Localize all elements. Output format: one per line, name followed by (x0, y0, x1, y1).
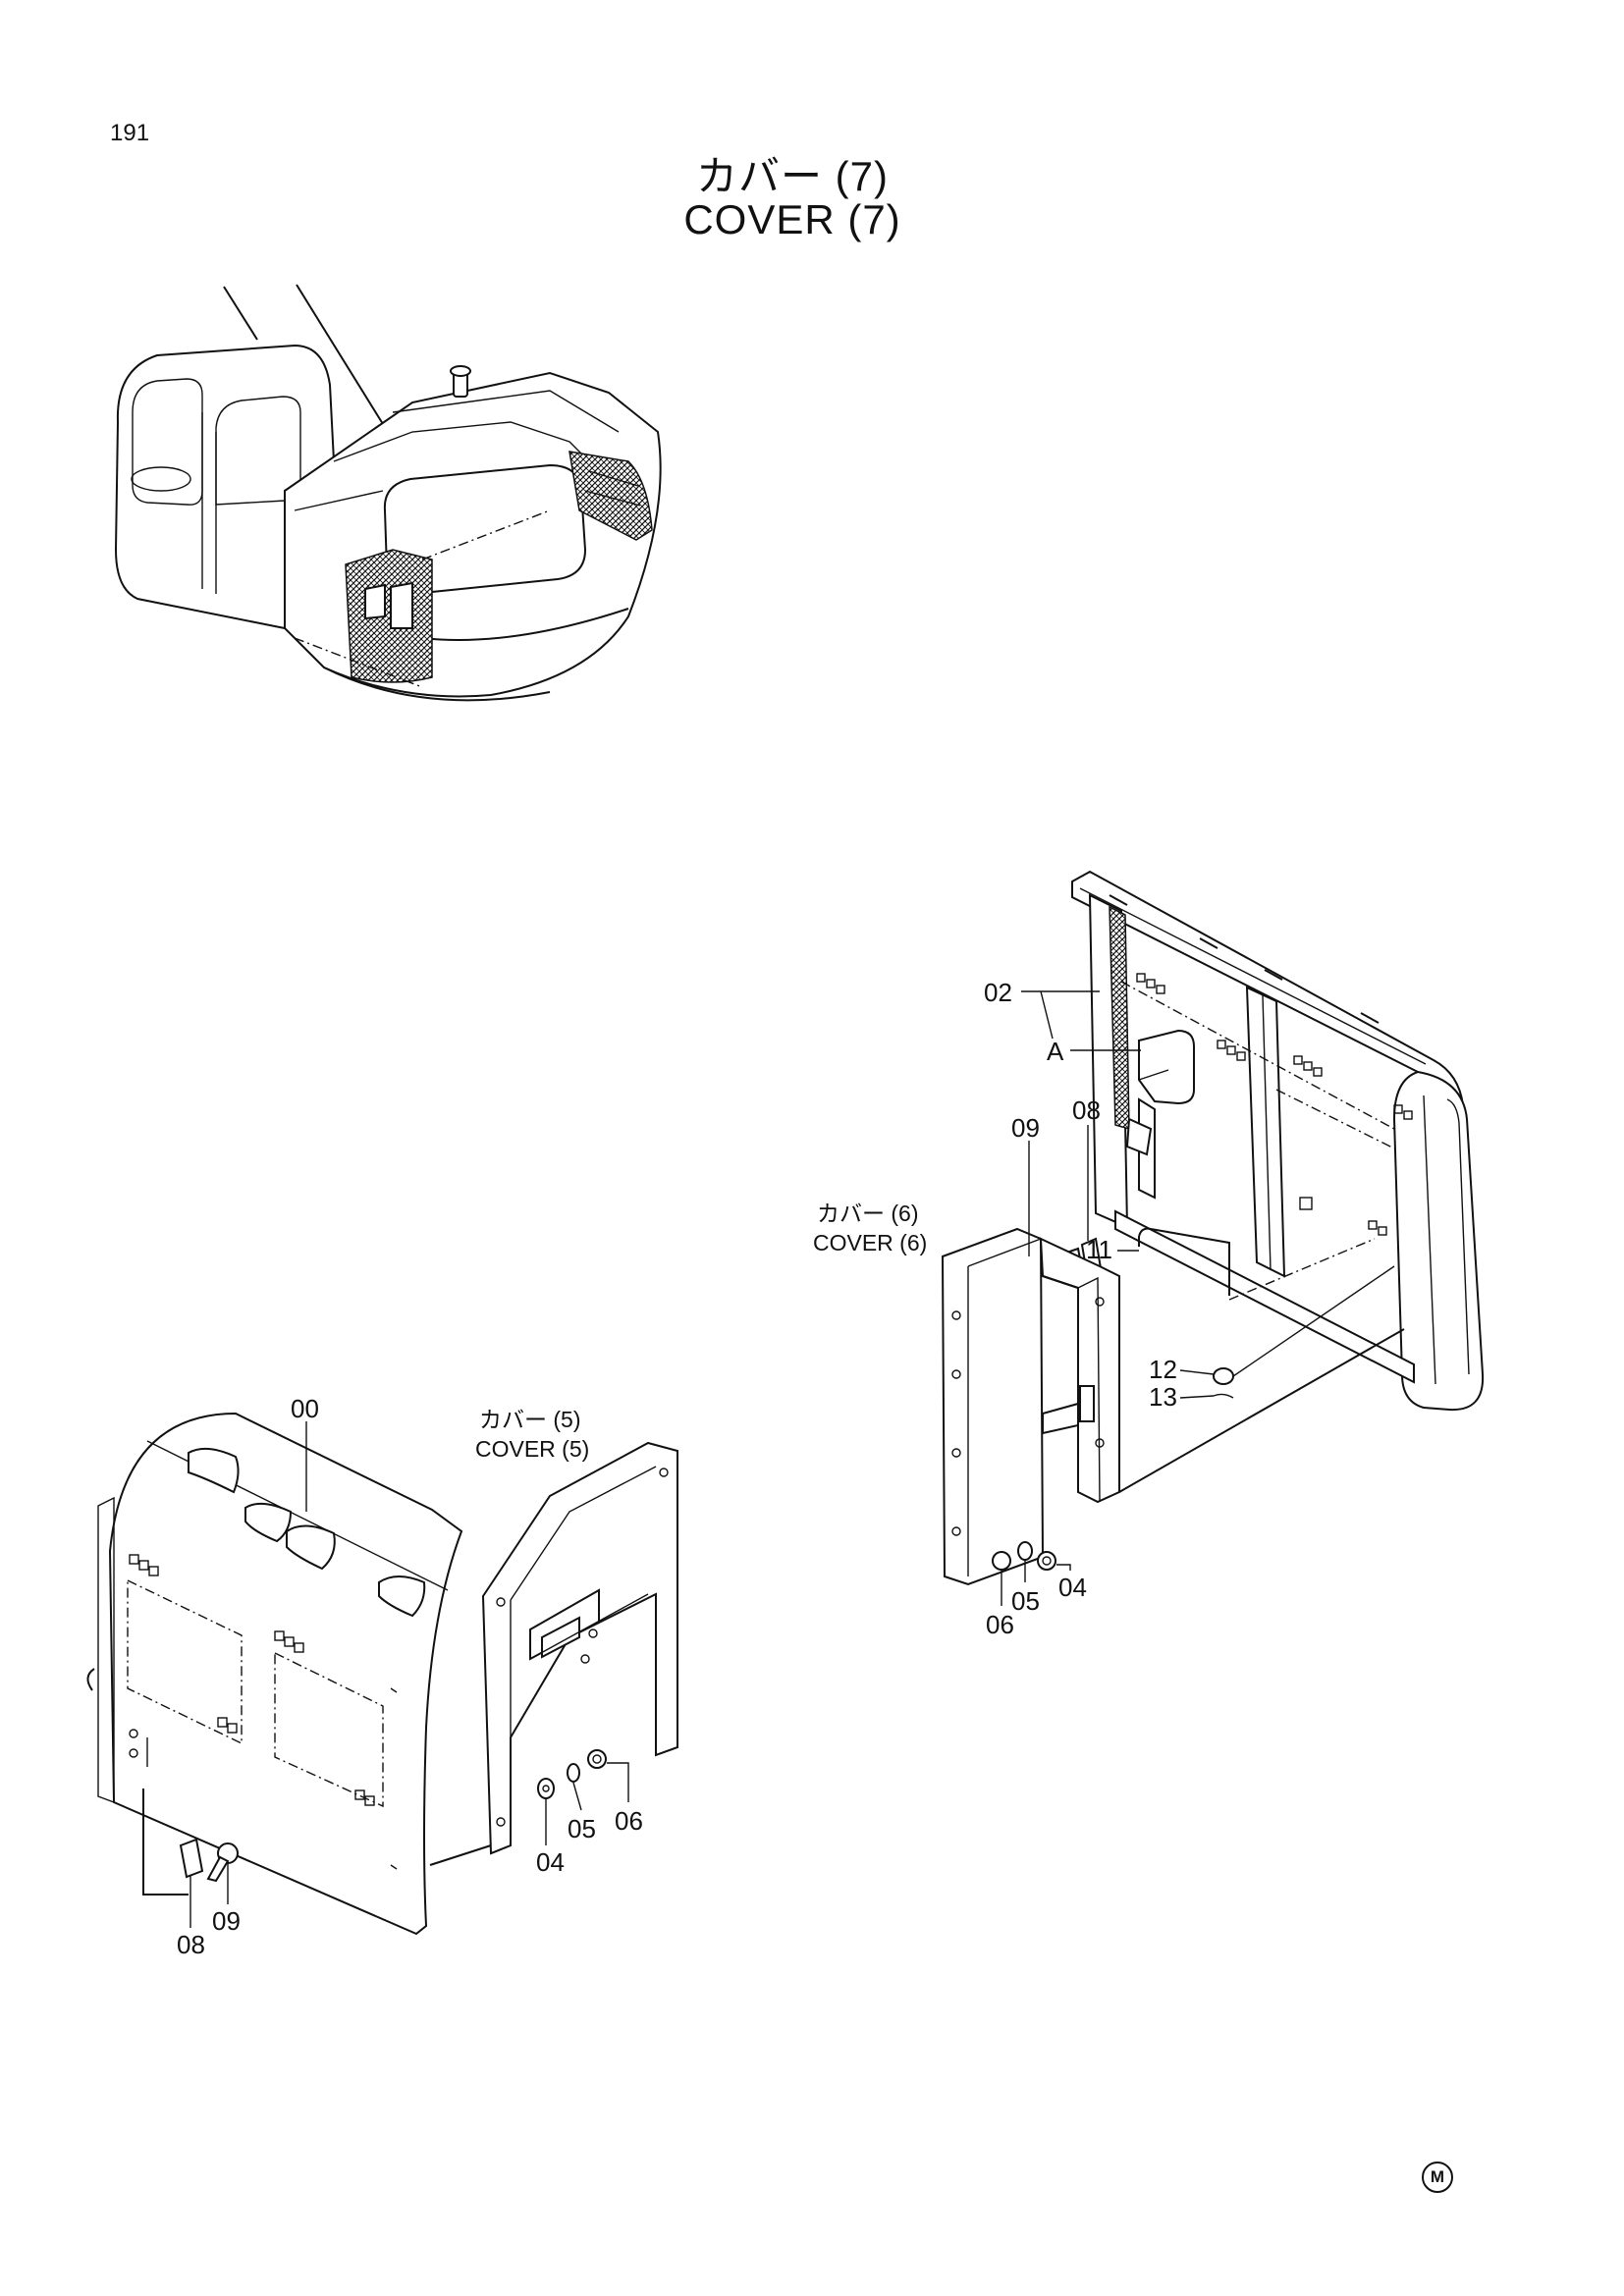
cover-5-frame (429, 1441, 678, 1866)
reference-cover-6-ja: カバー (6) (817, 1201, 919, 1226)
callout-06-left: 06 (615, 1806, 643, 1836)
vent-pattern-left (129, 1554, 375, 1806)
reference-cover-6-en: COVER (6) (813, 1230, 927, 1255)
callout-02-right: 02 (984, 978, 1012, 1007)
callout-12-right: 12 (1149, 1355, 1177, 1384)
callout-09-right: 09 (1011, 1113, 1040, 1143)
callout-04-left: 04 (536, 1847, 565, 1877)
callout-13-right: 13 (1149, 1382, 1177, 1412)
left-cover-assembly (86, 1412, 463, 1936)
reference-cover-5-ja: カバー (5) (479, 1407, 581, 1432)
callout-labels: 02 A 08 09 11 12 13 04 05 06 00 04 05 06… (177, 978, 1177, 1959)
manufacturer-mark: M (1422, 2162, 1453, 2193)
callout-09-left: 09 (212, 1906, 241, 1936)
excavator-overview (114, 284, 662, 702)
title-english: COVER (7) (683, 196, 901, 242)
vent-pattern (1136, 973, 1413, 1236)
page-number: 191 (110, 120, 150, 146)
callout-08-right: 08 (1072, 1095, 1101, 1125)
right-cover-assembly (1021, 870, 1485, 1412)
reference-cover-5-en: COVER (5) (475, 1436, 589, 1462)
callout-11-right: 11 (1086, 1235, 1112, 1264)
callout-04-right: 04 (1058, 1573, 1087, 1602)
callout-A-right: A (1047, 1037, 1064, 1066)
callout-08-left: 08 (177, 1930, 205, 1959)
cover-6-frame (941, 1227, 1405, 1586)
leader-lines (189, 990, 1215, 1928)
callout-06-right: 06 (986, 1610, 1014, 1639)
callout-05-right: 05 (1011, 1586, 1040, 1616)
title-japanese: カバー (7) (695, 153, 889, 199)
callout-05-left: 05 (568, 1814, 596, 1843)
callout-00-left: 00 (291, 1394, 319, 1423)
